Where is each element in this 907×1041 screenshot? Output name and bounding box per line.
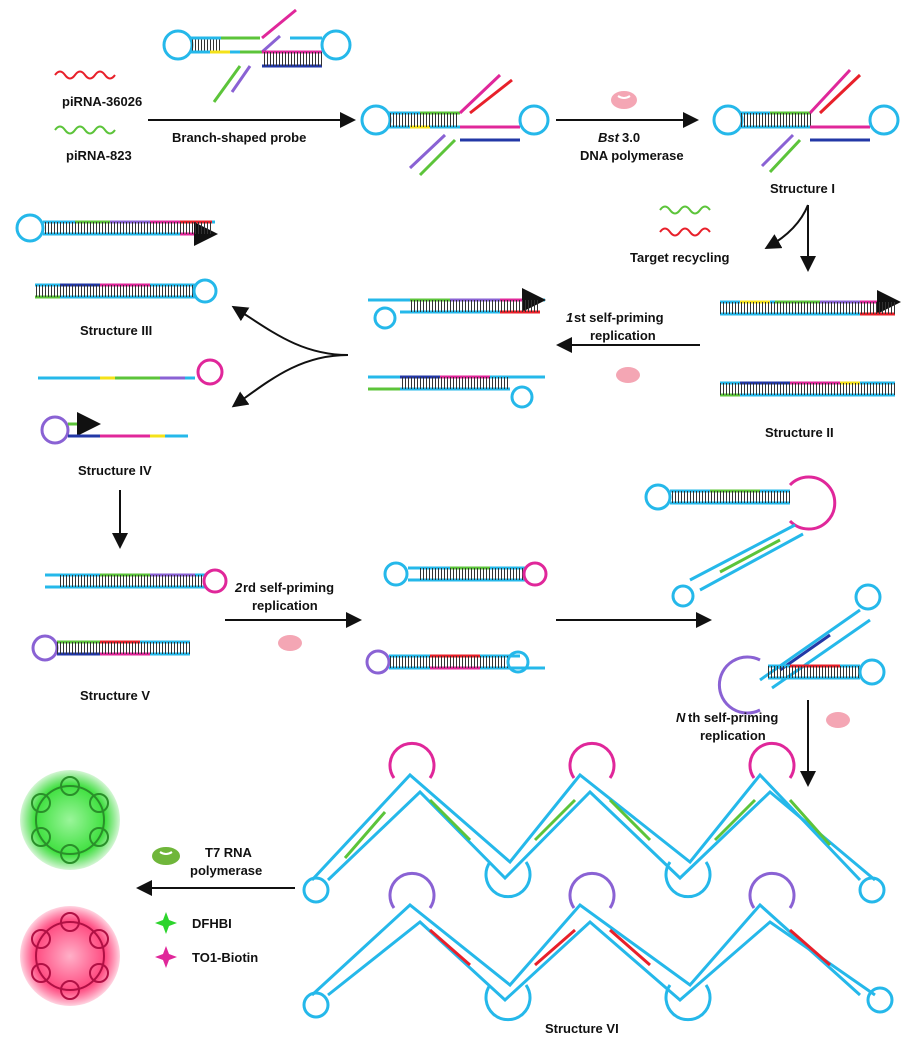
probe-label: Branch-shaped probe — [172, 130, 306, 145]
red-aptamer-glow — [20, 906, 120, 1006]
fork-arrow-down — [231, 354, 349, 408]
rep2-products-graphic — [365, 561, 548, 675]
dfhbi-star-icon — [155, 912, 177, 934]
pirna-36026-label: piRNA-36026 — [62, 94, 142, 109]
dna-polymerase-label: DNA polymerase — [580, 148, 684, 163]
pirna-823-strand — [54, 125, 116, 135]
structure-3-label: Structure III — [80, 323, 152, 338]
pirna-36026-strand — [54, 70, 116, 80]
to1-biotin-star-icon — [155, 946, 177, 968]
t7-polymerase-icon — [152, 847, 180, 865]
structure-6-upper-zigzag — [302, 741, 886, 904]
to1-biotin-label: TO1-Biotin — [192, 950, 258, 965]
repn-replication-label: replication — [700, 728, 766, 743]
repn-number: N — [676, 710, 686, 725]
structure-4-graphic — [38, 358, 224, 445]
dfhbi-label: DFHBI — [192, 916, 232, 931]
structure-5-graphic — [31, 568, 228, 662]
green-aptamer-glow — [20, 770, 120, 870]
t7-label: T7 RNA — [205, 845, 253, 860]
chain-intermediate-graphic — [644, 475, 886, 715]
rep1-number: 1 — [566, 310, 573, 325]
t7-polymerase-label: polymerase — [190, 863, 262, 878]
rep1-label: st self-priming — [574, 310, 664, 325]
target-recycling-label: Target recycling — [630, 250, 730, 265]
structure-6-label: Structure VI — [545, 1021, 619, 1036]
structure-6-lower-zigzag — [302, 871, 894, 1022]
bst-polymerase-icon — [611, 91, 637, 109]
bst-label: Bst — [598, 130, 620, 145]
rep1-products-graphic — [368, 288, 546, 409]
rep2-polymerase-icon — [278, 635, 302, 651]
repn-polymerase-icon — [826, 712, 850, 728]
structure-2-graphic — [720, 290, 901, 397]
pirna-823-label: piRNA-823 — [66, 148, 132, 163]
recycle-arrow — [764, 204, 809, 249]
probe-target-complex — [360, 73, 550, 177]
rep2-label: rd self-priming — [243, 580, 334, 595]
repn-label: th self-priming — [688, 710, 778, 725]
structure-4-label: Structure IV — [78, 463, 152, 478]
branch-probe-graphic — [162, 8, 352, 103]
fork-arrow-up — [231, 305, 349, 356]
bst-version-label: 3.0 — [622, 130, 640, 145]
rep1-polymerase-icon — [616, 367, 640, 383]
rep2-replication-label: replication — [252, 598, 318, 613]
rep2-number: 2 — [234, 580, 243, 595]
structure-2-label: Structure II — [765, 425, 834, 440]
structure-3-graphic — [15, 213, 218, 304]
rep1-replication-label: replication — [590, 328, 656, 343]
structure-1-label: Structure I — [770, 181, 835, 196]
structure-5-label: Structure V — [80, 688, 150, 703]
structure-1-graphic — [712, 68, 900, 174]
recycled-pirna-strands — [659, 205, 711, 237]
